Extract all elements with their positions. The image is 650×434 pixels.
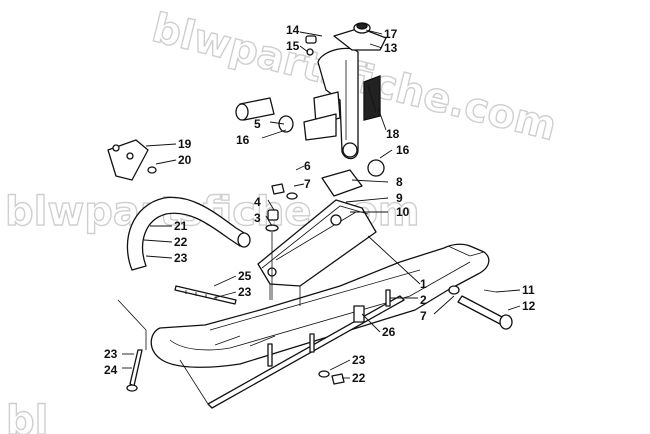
callout-7-upper: 7 xyxy=(304,177,311,191)
callout-23-d: 23 xyxy=(352,353,366,367)
watermark-bottom: bl xyxy=(6,398,48,434)
callout-23-b: 23 xyxy=(238,285,252,299)
callout-16-upper: 16 xyxy=(236,133,250,147)
callout-labels: 14 15 17 13 5 16 18 16 19 20 6 7 8 9 10 … xyxy=(104,23,536,385)
callout-4: 4 xyxy=(254,195,261,209)
spindle-part xyxy=(303,47,381,160)
hardware-parts xyxy=(265,183,298,300)
callout-23-c: 23 xyxy=(104,347,118,361)
wear-bar-studs xyxy=(267,289,391,385)
callout-1: 1 xyxy=(420,277,427,291)
ski-bolt-part xyxy=(448,285,513,330)
callout-2: 2 xyxy=(420,293,427,307)
small-bolts xyxy=(305,35,317,56)
ski-part xyxy=(150,243,490,409)
callout-3: 3 xyxy=(254,211,261,225)
callout-6: 6 xyxy=(304,159,311,173)
callout-22-upper: 22 xyxy=(174,235,188,249)
callout-5: 5 xyxy=(254,117,261,131)
ski-saddle-part xyxy=(257,199,377,306)
callout-25: 25 xyxy=(238,269,252,283)
callout-7-lower: 7 xyxy=(420,309,427,323)
callout-22-lower: 22 xyxy=(352,371,366,385)
leader-lines xyxy=(122,29,521,379)
callout-16-lower: 16 xyxy=(396,143,410,157)
callout-20: 20 xyxy=(178,153,192,167)
callout-13: 13 xyxy=(384,41,398,55)
callout-17: 17 xyxy=(384,27,398,41)
bushing-parts xyxy=(235,97,385,177)
callout-8: 8 xyxy=(396,175,403,189)
callout-12: 12 xyxy=(522,299,536,313)
spindle-arm-part xyxy=(333,22,387,51)
callout-19: 19 xyxy=(178,137,192,151)
callout-23-a: 23 xyxy=(174,251,188,265)
callout-21: 21 xyxy=(174,219,188,233)
callout-24: 24 xyxy=(104,363,118,377)
handle-bolt-part xyxy=(174,285,237,305)
ski-bumper-part xyxy=(321,169,363,197)
callout-9: 9 xyxy=(396,191,403,205)
callout-26: 26 xyxy=(382,325,396,339)
bottom-bolt-part xyxy=(117,299,147,392)
ski-handle-part xyxy=(126,196,251,271)
callout-11: 11 xyxy=(522,283,535,297)
callout-18: 18 xyxy=(386,127,400,141)
shock-bracket-part xyxy=(107,139,157,181)
callout-14: 14 xyxy=(286,23,300,37)
callout-10: 10 xyxy=(396,205,410,219)
callout-15: 15 xyxy=(286,39,300,53)
watermark: blwpartsfiche.com blwpartsfiche.com bl xyxy=(4,4,561,434)
